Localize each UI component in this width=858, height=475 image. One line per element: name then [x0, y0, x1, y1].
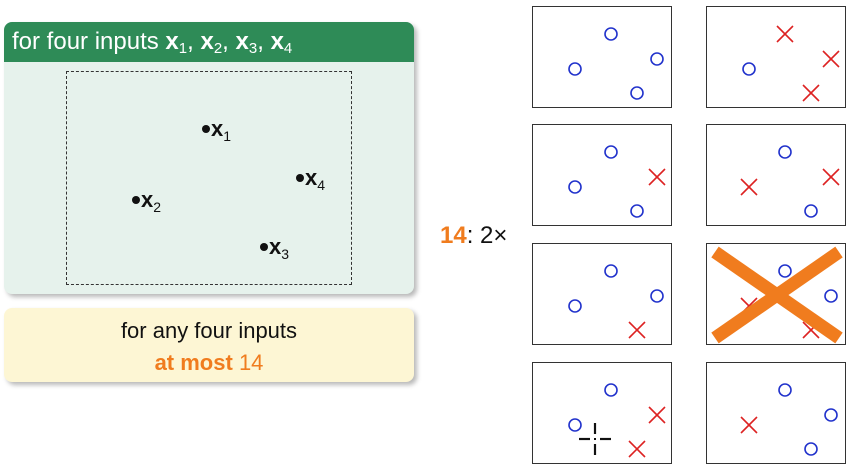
cross-mark [776, 25, 794, 43]
cross-stroke [740, 416, 758, 434]
panel-canvas [740, 383, 838, 456]
point-dot [260, 243, 268, 251]
cross-mark [648, 406, 666, 424]
cross-stroke [740, 178, 758, 196]
cross-mark [822, 168, 840, 186]
count-number: 14 [440, 222, 467, 249]
circle-mark [568, 418, 582, 432]
circle-mark [630, 204, 644, 218]
circle-mark [804, 442, 818, 456]
header-x2: x [200, 28, 214, 55]
dichotomy-panel-7 [532, 362, 672, 464]
circle-mark [568, 299, 582, 313]
point-sub: 1 [223, 128, 232, 144]
note-line2: at most 14 [4, 350, 414, 376]
header-sub2: 2 [213, 40, 223, 57]
input-space-box [66, 71, 352, 285]
cross-mark [648, 168, 666, 186]
header-sep2: , [222, 28, 236, 55]
header-sep3: , [257, 28, 271, 55]
point-dot [202, 125, 210, 133]
circle-mark [604, 145, 618, 159]
circle-mark [568, 62, 582, 76]
point-sub: 4 [317, 177, 326, 193]
circle-mark [630, 86, 644, 100]
header-x3: x [235, 28, 249, 55]
circle-mark [824, 289, 838, 303]
dichotomy-panel-3 [532, 124, 672, 226]
cross-stroke [628, 321, 646, 339]
header-sub3: 3 [248, 40, 258, 57]
crosshair-center [594, 438, 596, 440]
count-label: 14: 2× [440, 222, 507, 250]
header-x4: x [270, 28, 284, 55]
circle-mark [778, 145, 792, 159]
point-x1: x1 [202, 116, 231, 144]
point-x3: x3 [260, 234, 289, 262]
header-x1: x [165, 28, 179, 55]
point-label: x [141, 187, 154, 212]
circle-mark [778, 383, 792, 397]
note-value: 14 [238, 350, 264, 375]
note-line1: for any four inputs [120, 318, 298, 343]
cross-stroke [822, 50, 840, 68]
dichotomy-panel-8 [706, 362, 846, 464]
four-inputs-header: for four inputs x1, x2, x3, x4 [4, 22, 414, 62]
circle-mark [650, 52, 664, 66]
dichotomy-panel-4 [706, 124, 846, 226]
circle-mark [604, 264, 618, 278]
circle-mark [804, 204, 818, 218]
cross-mark [628, 440, 646, 458]
panel-canvas [568, 264, 664, 339]
cross-stroke [802, 84, 820, 102]
point-sub: 3 [281, 246, 290, 262]
panel-canvas [740, 145, 840, 218]
header-sub4: 4 [283, 40, 293, 57]
circle-mark [650, 289, 664, 303]
count-rest: : 2× [466, 222, 508, 249]
panel-canvas [568, 145, 666, 218]
circle-mark [824, 408, 838, 422]
panel-canvas [742, 25, 840, 102]
panel-canvas [711, 246, 843, 344]
excluded-panel-cross [711, 246, 843, 344]
cross-stroke [648, 406, 666, 424]
point-label: x [305, 165, 318, 190]
cross-stroke [822, 168, 840, 186]
dichotomy-panel-6 [706, 243, 846, 345]
cross-stroke [776, 25, 794, 43]
point-dot [132, 196, 140, 204]
circle-mark [778, 264, 792, 278]
bound-note: for any four inputs at most 14 [4, 308, 414, 382]
note-bold: at most [154, 350, 233, 375]
point-label: x [211, 116, 224, 141]
point-sub: 2 [153, 199, 162, 215]
cross-stroke [628, 440, 646, 458]
circle-mark [742, 62, 756, 76]
circle-mark [568, 180, 582, 194]
point-x2: x2 [132, 187, 161, 215]
crosshair-cursor-icon [579, 423, 611, 455]
four-inputs-panel: for four inputs x1, x2, x3, x4 x1 x2 x3 … [4, 22, 414, 294]
excluded-cross-stroke [711, 246, 843, 344]
cross-stroke [648, 168, 666, 186]
point-label: x [269, 234, 282, 259]
cross-mark [802, 84, 820, 102]
cross-mark [740, 416, 758, 434]
cross-mark [740, 178, 758, 196]
dichotomy-panel-1 [532, 6, 672, 108]
cross-mark [822, 50, 840, 68]
circle-mark [604, 383, 618, 397]
dichotomy-panel-5 [532, 243, 672, 345]
header-sub1: 1 [178, 40, 188, 57]
panel-canvas [568, 383, 666, 458]
circle-mark [604, 27, 618, 41]
cross-mark [628, 321, 646, 339]
point-dot [296, 174, 304, 182]
point-x4: x4 [296, 165, 325, 193]
header-sep1: , [187, 28, 201, 55]
header-prefix: for four inputs [12, 28, 166, 55]
panel-canvas [568, 27, 664, 100]
dichotomy-panel-2 [706, 6, 846, 108]
